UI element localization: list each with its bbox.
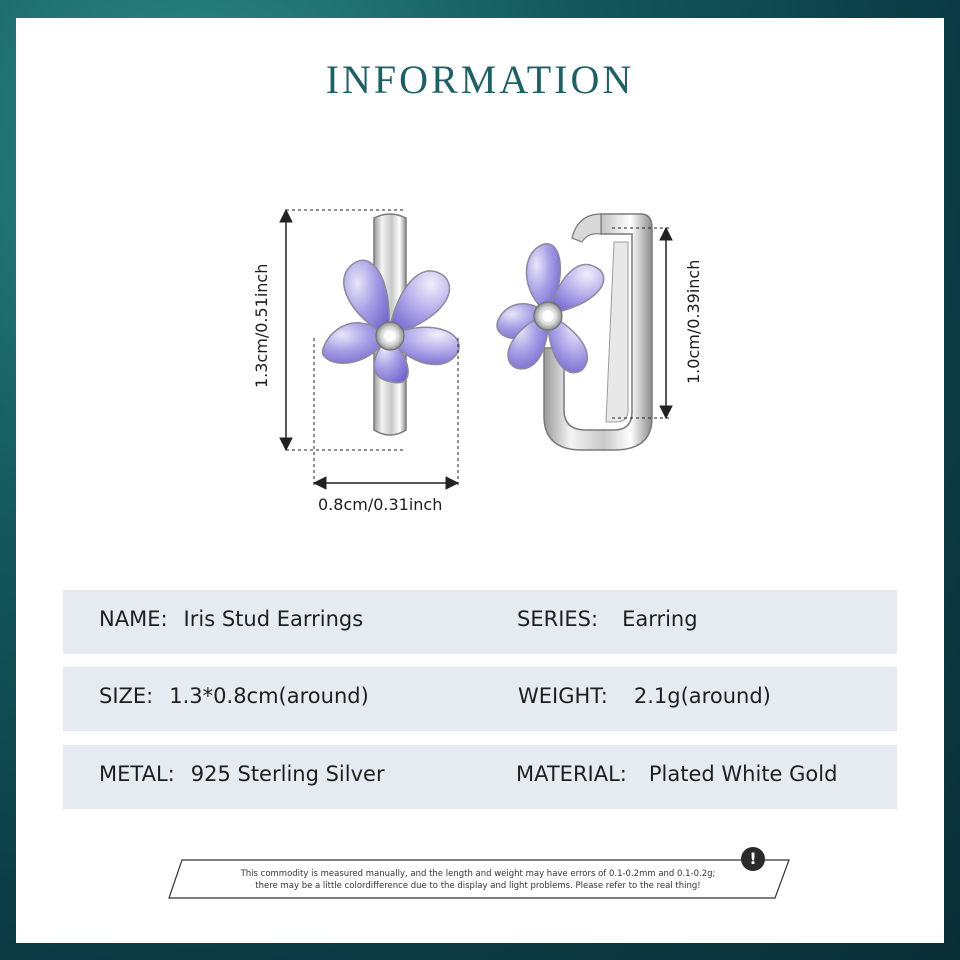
dimension-height (279, 208, 406, 452)
spec-row-name-series: NAME: Iris Stud Earrings SERIES: Earring (63, 590, 897, 654)
spec-metal-label: METAL: (99, 762, 175, 786)
spec-series-label: SERIES: (517, 607, 599, 631)
stud-earring-front (322, 213, 460, 436)
spec-series-value: Earring (622, 607, 698, 631)
spec-material: MATERIAL: Plated White Gold (516, 762, 837, 786)
width-dimension-label: 0.8cm/0.31inch (318, 495, 443, 514)
disclaimer-frame (168, 859, 790, 899)
spec-name-label: NAME: (99, 607, 168, 631)
dimension-hoop (612, 226, 673, 420)
disclaimer-text: This commodity is measured manually, and… (188, 868, 768, 892)
info-panel: INFORMATION (16, 18, 944, 943)
spec-row-metal-material: METAL: 925 Sterling Silver MATERIAL: Plate… (63, 745, 897, 809)
hoop-dimension-label: 1.0cm/0.39inch (684, 259, 703, 384)
height-dimension-label: 1.3cm/0.51inch (252, 263, 271, 388)
spec-weight-label: WEIGHT: (518, 684, 608, 708)
page-title: INFORMATION (325, 57, 635, 102)
spec-metal: METAL: 925 Sterling Silver (99, 762, 385, 786)
disclaimer-box: This commodity is measured manually, and… (168, 859, 790, 899)
warning-icon: ! (741, 847, 765, 871)
spec-name-value: Iris Stud Earrings (183, 607, 364, 631)
spec-size-value: 1.3*0.8cm(around) (169, 684, 369, 708)
spec-series: SERIES: Earring (517, 607, 698, 631)
spec-weight-value: 2.1g(around) (633, 684, 771, 708)
spec-metal-value: 925 Sterling Silver (190, 762, 385, 786)
spec-material-value: Plated White Gold (648, 762, 838, 786)
product-figure: 1.3cm/0.51inch 0.8cm/0.31inch 1.0cm/0.39… (16, 18, 944, 578)
disclaimer-line-1: This commodity is measured manually, and… (240, 869, 716, 879)
hoop-earring-side (496, 213, 653, 451)
spec-size-label: SIZE: (99, 684, 154, 708)
dimension-width (312, 338, 460, 490)
spec-material-label: MATERIAL: (516, 762, 627, 786)
earrings-illustration (279, 208, 673, 490)
spec-row-size-weight: SIZE: 1.3*0.8cm(around) WEIGHT: 2.1g(aroun… (63, 667, 897, 731)
spec-name: NAME: Iris Stud Earrings (99, 607, 363, 631)
disclaimer-line-2: there may be a little colordifference du… (255, 881, 701, 891)
spec-weight: WEIGHT: 2.1g(around) (518, 684, 771, 708)
spec-size: SIZE: 1.3*0.8cm(around) (99, 684, 369, 708)
